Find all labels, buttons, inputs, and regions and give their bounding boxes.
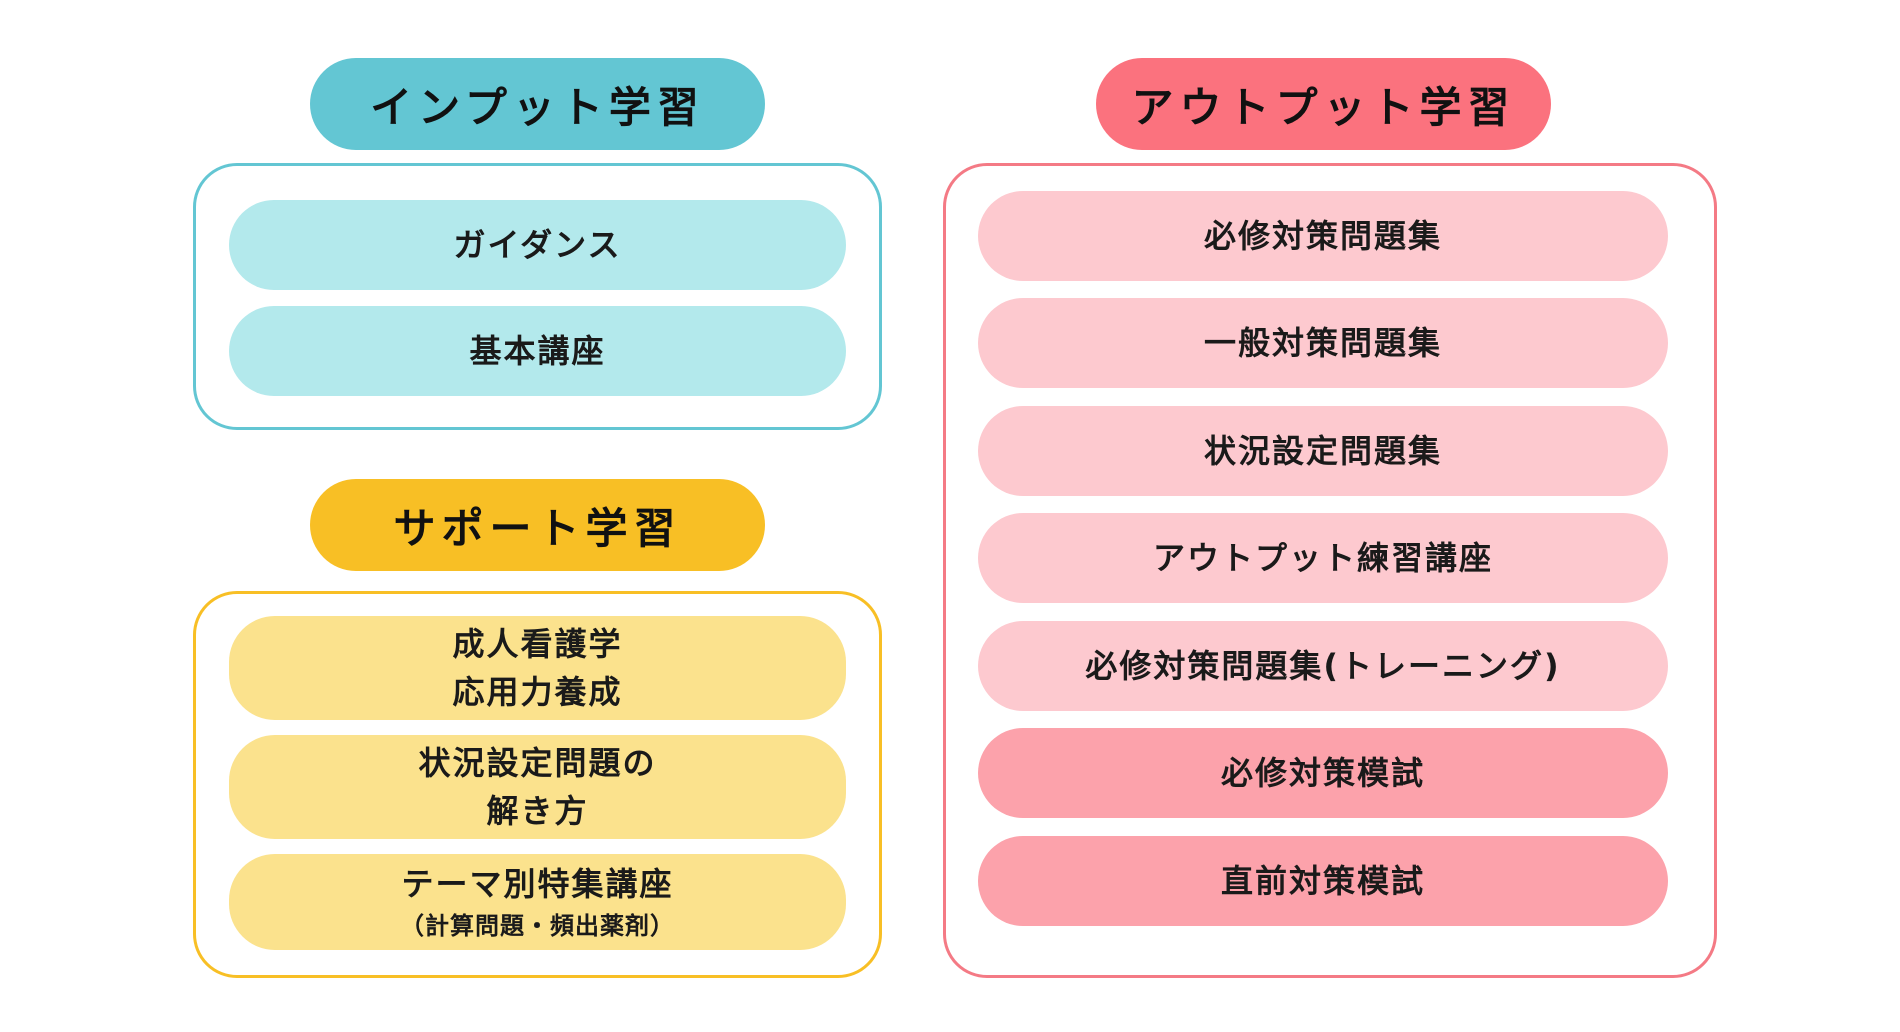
output-item-required-mock-exam: 必修対策模試 [978, 728, 1668, 818]
output-item-situation-drill: 状況設定問題集 [978, 406, 1668, 496]
support-item-line: 成人看護学 [452, 625, 623, 663]
support-item-adult-nursing: 成人看護学 応用力養成 [229, 616, 846, 720]
input-learning-heading: インプット学習 [310, 58, 765, 150]
support-learning-heading: サポート学習 [310, 479, 765, 571]
output-item-final-mock-exam: 直前対策模試 [978, 836, 1668, 926]
support-item-line: 状況設定問題の [418, 744, 657, 782]
support-item-line: 解き方 [486, 792, 589, 830]
output-item-required-training: 必修対策問題集(トレーニング) [978, 621, 1668, 711]
support-item-theme-course: テーマ別特集講座 （計算問題・頻出薬剤） [229, 854, 846, 950]
output-item-required-drill: 必修対策問題集 [978, 191, 1668, 281]
support-item-line: 応用力養成 [452, 673, 623, 711]
support-item-subline: （計算問題・頻出薬剤） [400, 912, 675, 940]
input-item-basic-course: 基本講座 [229, 306, 846, 396]
support-item-situation-solving: 状況設定問題の 解き方 [229, 735, 846, 839]
output-learning-heading: アウトプット学習 [1096, 58, 1551, 150]
output-item-practice-course: アウトプット練習講座 [978, 513, 1668, 603]
input-item-guidance: ガイダンス [229, 200, 846, 290]
output-item-general-drill: 一般対策問題集 [978, 298, 1668, 388]
support-item-line: テーマ別特集講座 [401, 865, 674, 903]
